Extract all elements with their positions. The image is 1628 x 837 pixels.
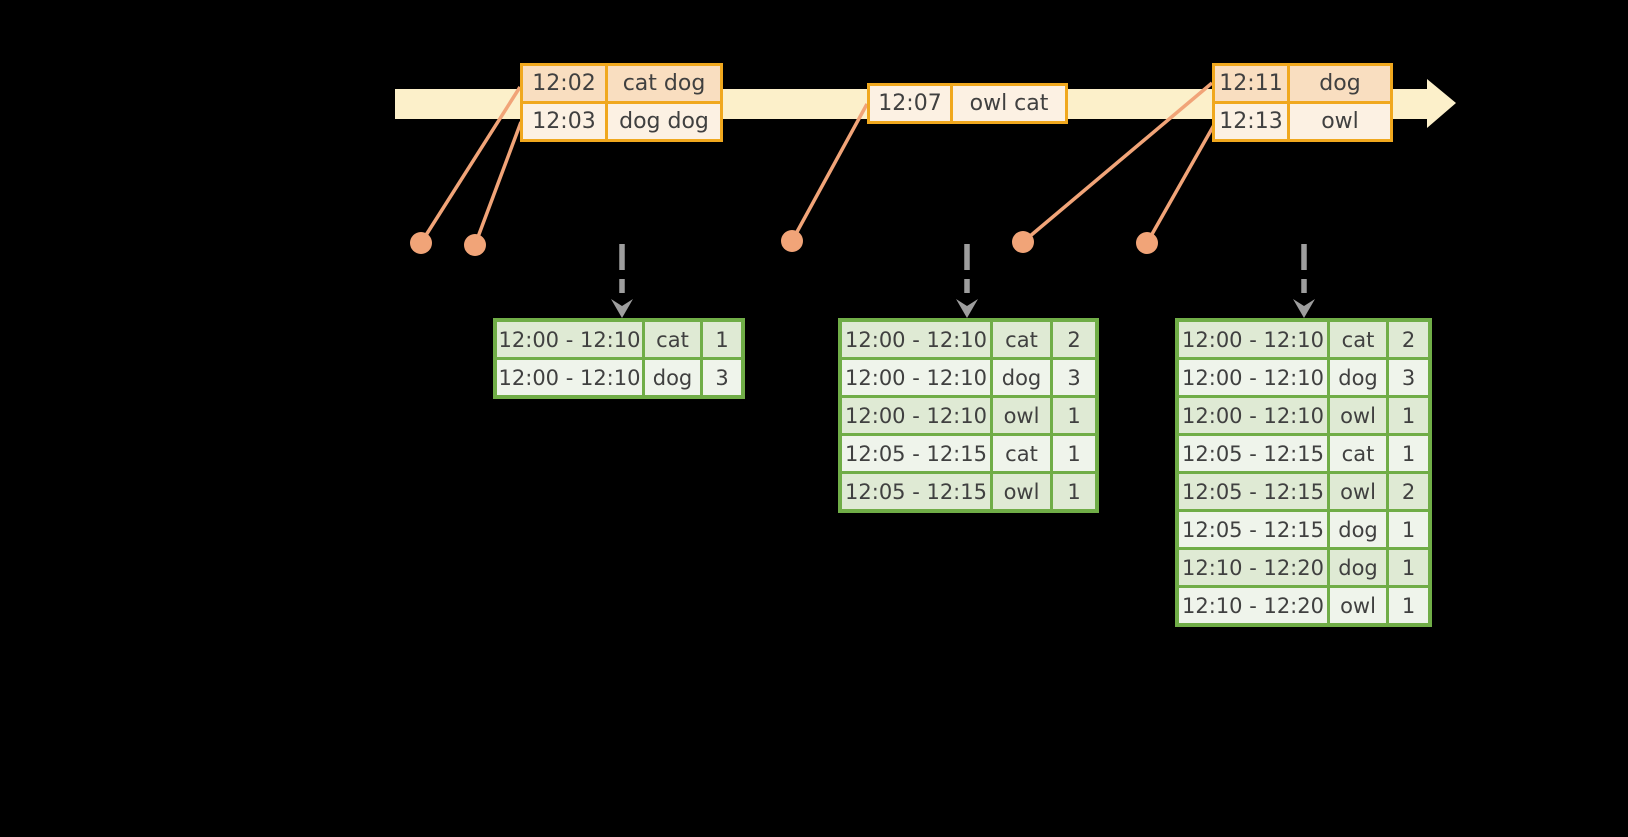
- result-count-cell: 3: [1389, 360, 1428, 395]
- event-dot: [1136, 232, 1158, 254]
- result-word-cell: dog: [1330, 550, 1386, 585]
- result-word-cell: owl: [993, 398, 1050, 433]
- result-window-cell: 12:05 - 12:15: [1179, 512, 1327, 547]
- result-word-cell: cat: [993, 322, 1050, 357]
- result-word-cell: cat: [645, 322, 700, 357]
- result-window-cell: 12:00 - 12:10: [497, 360, 642, 395]
- result-count-cell: 1: [1053, 436, 1095, 471]
- result-word-cell: dog: [1330, 512, 1386, 547]
- event-dot: [464, 234, 486, 256]
- result-count-cell: 2: [1389, 322, 1428, 357]
- event-words-cell: cat dog: [608, 66, 720, 101]
- event-dot: [410, 232, 432, 254]
- result-count-cell: 2: [1053, 322, 1095, 357]
- result-count-cell: 2: [1389, 474, 1428, 509]
- result-count-cell: 1: [703, 322, 741, 357]
- event-connector-lines: [419, 81, 1216, 246]
- result-word-cell: owl: [1330, 474, 1386, 509]
- event-table-1: 12:02 cat dog 12:03 dog dog: [520, 63, 723, 142]
- event-time-cell: 12:11: [1215, 66, 1287, 101]
- event-words-cell: owl cat: [953, 86, 1065, 121]
- result-window-cell: 12:10 - 12:20: [1179, 588, 1327, 623]
- event-time-cell: 12:02: [523, 66, 605, 101]
- event-connector-line: [1021, 81, 1214, 244]
- result-window-cell: 12:05 - 12:15: [842, 474, 990, 509]
- result-window-cell: 12:00 - 12:10: [1179, 360, 1327, 395]
- trigger-arrowhead-icon: [611, 299, 633, 318]
- result-word-cell: cat: [1330, 436, 1386, 471]
- result-word-cell: dog: [993, 360, 1050, 395]
- trigger-arrowhead-icon: [1293, 299, 1315, 318]
- event-words-cell: dog: [1290, 66, 1390, 101]
- result-count-cell: 3: [703, 360, 741, 395]
- result-word-cell: owl: [1330, 398, 1386, 433]
- event-connector-line: [473, 121, 523, 246]
- result-word-cell: owl: [993, 474, 1050, 509]
- result-table-3: 12:00 - 12:10 cat 2 12:00 - 12:10 dog 3 …: [1175, 318, 1432, 627]
- event-words-cell: dog dog: [608, 104, 720, 139]
- event-time-cell: 12:03: [523, 104, 605, 139]
- result-word-cell: dog: [645, 360, 700, 395]
- result-word-cell: owl: [1330, 588, 1386, 623]
- result-window-cell: 12:00 - 12:10: [842, 322, 990, 357]
- result-window-cell: 12:05 - 12:15: [842, 436, 990, 471]
- result-word-cell: dog: [1330, 360, 1386, 395]
- result-word-cell: cat: [1330, 322, 1386, 357]
- result-count-cell: 1: [1389, 588, 1428, 623]
- result-count-cell: 1: [1053, 474, 1095, 509]
- result-count-cell: 1: [1053, 398, 1095, 433]
- result-window-cell: 12:00 - 12:10: [1179, 322, 1327, 357]
- result-count-cell: 3: [1053, 360, 1095, 395]
- result-window-cell: 12:00 - 12:10: [497, 322, 642, 357]
- result-window-cell: 12:10 - 12:20: [1179, 550, 1327, 585]
- timeline-arrowhead-icon: [1427, 79, 1456, 128]
- result-count-cell: 1: [1389, 512, 1428, 547]
- result-count-cell: 1: [1389, 436, 1428, 471]
- event-table-3: 12:11 dog 12:13 owl: [1212, 63, 1393, 142]
- result-window-cell: 12:00 - 12:10: [842, 398, 990, 433]
- event-table-2: 12:07 owl cat: [867, 83, 1068, 124]
- result-table-2: 12:00 - 12:10 cat 2 12:00 - 12:10 dog 3 …: [838, 318, 1099, 513]
- trigger-arrowhead-icon: [956, 299, 978, 318]
- event-time-cell: 12:07: [870, 86, 950, 121]
- trigger-arrows: [611, 244, 1315, 318]
- event-dot: [781, 230, 803, 252]
- result-window-cell: 12:00 - 12:10: [1179, 398, 1327, 433]
- result-word-cell: cat: [993, 436, 1050, 471]
- event-dot: [1012, 231, 1034, 253]
- event-words-cell: owl: [1290, 104, 1390, 139]
- event-time-cell: 12:13: [1215, 104, 1287, 139]
- result-window-cell: 12:00 - 12:10: [842, 360, 990, 395]
- result-count-cell: 1: [1389, 550, 1428, 585]
- result-window-cell: 12:05 - 12:15: [1179, 474, 1327, 509]
- event-dots: [410, 230, 1158, 256]
- event-connector-line: [1145, 124, 1216, 244]
- event-connector-line: [790, 103, 869, 242]
- result-window-cell: 12:05 - 12:15: [1179, 436, 1327, 471]
- result-table-1: 12:00 - 12:10 cat 1 12:00 - 12:10 dog 3: [493, 318, 745, 399]
- event-connector-line: [419, 86, 522, 244]
- result-count-cell: 1: [1389, 398, 1428, 433]
